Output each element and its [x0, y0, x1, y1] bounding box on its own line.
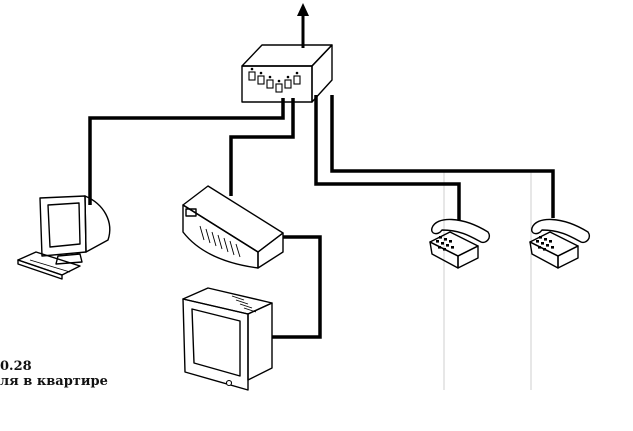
television-icon	[182, 287, 273, 391]
scan-guide-lines	[443, 172, 532, 390]
figure-title: ля в квартире	[0, 374, 108, 389]
uplink-arrow	[297, 3, 309, 48]
network-cables	[88, 95, 555, 339]
cable-modem	[229, 98, 295, 196]
modem-icon	[182, 185, 284, 269]
figure-number: 0.28	[0, 359, 32, 374]
telephone-icon	[529, 218, 590, 269]
cable-phone-1	[314, 95, 461, 220]
cable-phone-2	[330, 95, 555, 218]
hub-icon	[241, 44, 333, 103]
cable-modem-tv	[272, 235, 322, 339]
telephone-icon	[429, 218, 490, 269]
computer-icon	[17, 195, 111, 280]
cable-computer	[88, 98, 285, 205]
